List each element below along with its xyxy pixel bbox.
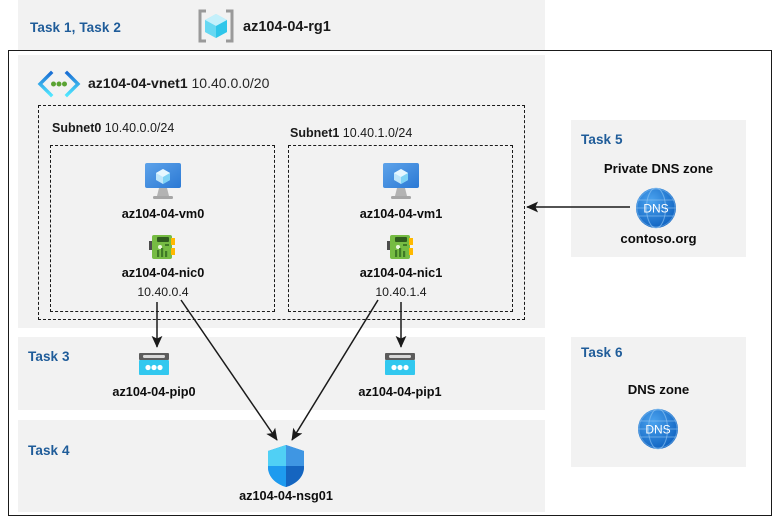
network-interface-icon	[147, 231, 179, 263]
dns-icon-text: DNS	[643, 202, 668, 216]
private-dns-zone-name: contoso.org	[620, 231, 697, 246]
virtual-machine-icon	[139, 160, 187, 202]
virtual-network-icon	[36, 70, 82, 98]
nic0-ip: 10.40.0.4	[137, 285, 189, 299]
task-label-4: Task 4	[28, 443, 70, 458]
dns-zone-icon: DNS	[635, 406, 681, 452]
resource-group-name: az104-04-rg1	[243, 19, 331, 35]
pip1-label: az104-04-pip1	[358, 385, 442, 399]
network-security-group-icon	[265, 443, 307, 489]
task3-panel	[18, 337, 545, 410]
subnet1-title: Subnet1 10.40.1.0/24	[290, 126, 412, 140]
public-ip-address-icon	[383, 351, 417, 379]
task-label-1-2: Task 1, Task 2	[30, 20, 121, 35]
private-dns-zone-title: Private DNS zone	[603, 161, 714, 176]
vnet-title: az104-04-vnet1 10.40.0.0/20	[88, 75, 269, 91]
subnet0-name: Subnet0	[52, 121, 102, 135]
task-label-5: Task 5	[581, 132, 623, 147]
subnet1-cidr: 10.40.1.0/24	[342, 126, 413, 140]
dns-zone-icon: DNS	[633, 185, 679, 231]
resource-group-header-band	[18, 0, 545, 50]
task-label-6: Task 6	[581, 345, 623, 360]
dns-zone-title: DNS zone	[627, 382, 690, 397]
vnet-cidr: 10.40.0.0/20	[191, 75, 270, 91]
vm1-label: az104-04-vm1	[359, 207, 443, 221]
subnets-container	[38, 105, 525, 320]
task-label-3: Task 3	[28, 349, 70, 364]
vnet-panel	[18, 55, 545, 328]
public-ip-address-icon	[137, 351, 171, 379]
pip0-label: az104-04-pip0	[112, 385, 196, 399]
subnet0-box	[50, 145, 275, 312]
dns-icon-text: DNS	[645, 423, 670, 437]
resource-group-icon	[196, 8, 236, 44]
nic1-ip: 10.40.1.4	[375, 285, 427, 299]
vnet-name: az104-04-vnet1	[88, 75, 188, 91]
subnet1-name: Subnet1	[290, 126, 340, 140]
nic1-label: az104-04-nic1	[359, 266, 443, 280]
subnet0-cidr: 10.40.0.0/24	[104, 121, 175, 135]
nsg-label: az104-04-nsg01	[239, 489, 333, 503]
nic0-label: az104-04-nic0	[121, 266, 205, 280]
subnet0-title: Subnet0 10.40.0.0/24	[52, 121, 174, 135]
virtual-machine-icon	[377, 160, 425, 202]
vm0-label: az104-04-vm0	[121, 207, 205, 221]
network-interface-icon	[385, 231, 417, 263]
